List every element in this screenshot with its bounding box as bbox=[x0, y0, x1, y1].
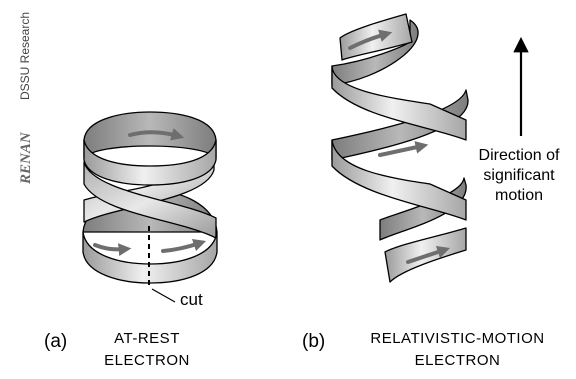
cut-label: cut bbox=[180, 290, 203, 309]
direction-line1: Direction of bbox=[478, 147, 560, 164]
svg-text:RENAN: RENAN bbox=[18, 131, 34, 185]
cut-leader bbox=[151, 288, 176, 303]
ribbon-top-front bbox=[83, 139, 217, 186]
ribbon-top-back bbox=[83, 111, 217, 159]
figure-a-letter: (a) bbox=[44, 331, 68, 352]
figure-b-letter: (b) bbox=[302, 331, 326, 352]
direction-label: Direction of significant motion bbox=[464, 146, 574, 206]
ribbon-front-1 bbox=[331, 65, 467, 141]
relativistic-ribbon bbox=[331, 13, 469, 283]
flow-arrow bbox=[378, 141, 429, 157]
ribbon-bottom-front bbox=[82, 231, 218, 284]
flow-arrow bbox=[93, 243, 132, 257]
at-rest-flow-arrows bbox=[93, 128, 207, 257]
flow-arrow bbox=[406, 245, 451, 264]
flow-arrow bbox=[161, 238, 207, 253]
flow-arrow bbox=[128, 128, 185, 141]
figure-a-caption-line2: ELECTRON bbox=[104, 352, 190, 369]
figure-a-caption-line1: AT-REST bbox=[114, 330, 180, 347]
figure-b-caption: RELATIVISTIC-MOTION ELECTRON bbox=[345, 328, 570, 372]
direction-line3: motion bbox=[494, 187, 544, 204]
figure-b-caption-line1: RELATIVISTIC-MOTION bbox=[370, 330, 545, 347]
figure-b-caption-line2: ELECTRON bbox=[414, 352, 501, 369]
direction-line2: significant bbox=[483, 167, 555, 184]
relativistic-flow-arrows bbox=[348, 29, 451, 264]
figure-a-caption: AT-REST ELECTRON bbox=[92, 328, 202, 372]
flow-arrow bbox=[348, 29, 393, 50]
renan-logo: RENAN bbox=[18, 131, 34, 185]
credit-organization: DSSU Research bbox=[18, 11, 32, 100]
at-rest-ribbon bbox=[82, 111, 218, 284]
ribbon-front-2 bbox=[331, 139, 467, 221]
